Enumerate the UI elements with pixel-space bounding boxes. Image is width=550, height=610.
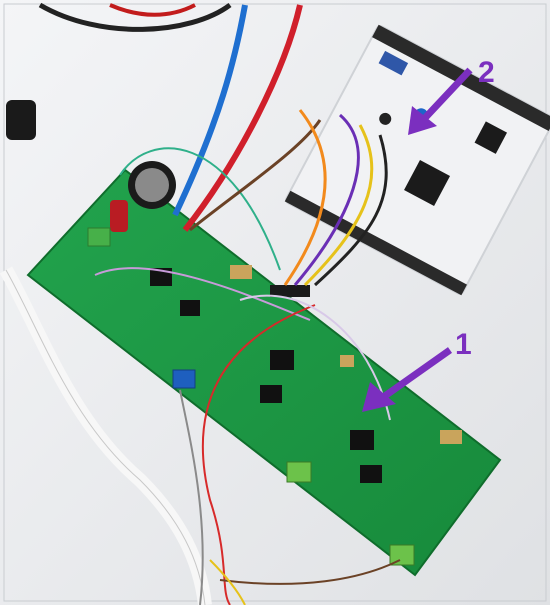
dev-board-black-button (379, 112, 392, 125)
pink-wire (239, 294, 391, 421)
black-wire (313, 134, 388, 287)
grey-wire-lower (179, 389, 204, 606)
dev-board (284, 24, 550, 296)
probe-knob (6, 100, 36, 140)
lilac-wire (94, 267, 311, 321)
dev-board-header-bottom (284, 190, 467, 296)
capacitor-red (110, 200, 128, 232)
white-cable-edge (5, 269, 206, 606)
callout-label-2: 2 (478, 56, 495, 89)
callout-arrows (362, 67, 473, 412)
arrow-1-shaft (379, 347, 453, 401)
terminal-block-green-2 (286, 461, 312, 483)
yellow-wire-lower (209, 559, 246, 606)
transistor-4 (260, 385, 282, 403)
transistor-6 (360, 465, 382, 483)
terminal-block-blue (172, 369, 196, 389)
photo-frame (3, 3, 547, 602)
transistor-3 (270, 350, 294, 370)
yellow-wire (303, 124, 374, 287)
arrow-1-head (362, 382, 396, 412)
dev-board-chip (474, 121, 508, 154)
brown-wire (189, 119, 322, 232)
teal-wire (119, 147, 281, 271)
smd-inductor-3 (440, 430, 462, 444)
dev-board-logo (378, 50, 409, 76)
transistor-5 (350, 430, 374, 450)
dev-board-mcu (404, 160, 451, 206)
brown-wire-lower (219, 559, 401, 585)
red-cable (182, 4, 303, 232)
capacitor-large-top (135, 168, 169, 202)
purple-wire (293, 113, 360, 286)
callout-label-1: 1 (455, 328, 472, 361)
black-cable-top (38, 2, 232, 32)
transistor-2 (180, 300, 200, 316)
red-cable-top (109, 3, 196, 17)
arrow-2-head (408, 106, 437, 135)
smd-inductor-2 (340, 355, 354, 367)
terminal-block-green-1 (87, 227, 111, 247)
pin-header (270, 285, 310, 297)
terminal-block-green-3 (389, 544, 415, 566)
blue-cable (172, 4, 248, 217)
red-wire-lower (201, 304, 316, 606)
arrow-2-shaft (422, 67, 473, 121)
orange-wire (283, 109, 327, 286)
smd-inductor-1 (230, 265, 252, 279)
